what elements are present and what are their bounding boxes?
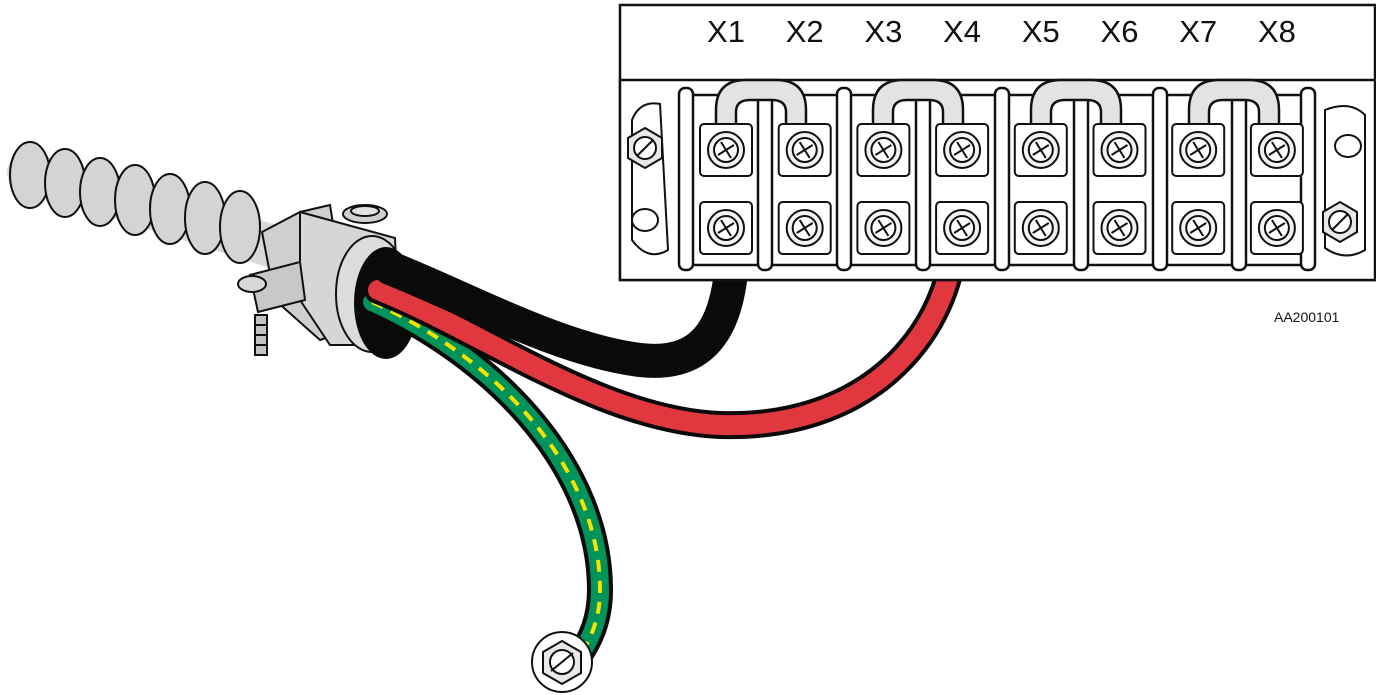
- terminal-screw-x8-top: [1249, 123, 1304, 177]
- terminal-screw-x7-top: [1171, 123, 1226, 177]
- terminal-labels: X1 X2 X3 X4 X5 X6 X7 X8: [707, 14, 1296, 49]
- terminal-label-x5: X5: [1022, 14, 1060, 49]
- red-wire: [364, 224, 968, 440]
- terminal-label-x2: X2: [786, 14, 824, 49]
- terminal-screw-x5-bottom: [1013, 201, 1068, 255]
- terminal-screw-x5-top: [1013, 123, 1068, 177]
- terminal-screw-x6-top: [1092, 123, 1147, 177]
- terminal-label-x1: X1: [707, 14, 745, 49]
- terminal-label-x6: X6: [1101, 14, 1139, 49]
- mounting-screw-left: [627, 102, 670, 256]
- terminal-screw-x2-top: [777, 123, 832, 177]
- terminal-screw-x3-bottom: [856, 201, 911, 255]
- figure-code: AA200101: [1274, 309, 1340, 325]
- terminal-screw-x2-bottom: [777, 201, 832, 255]
- conduit: [7, 141, 301, 268]
- terminal-screw-x6-bottom: [1092, 201, 1147, 255]
- ground-screw: [531, 631, 593, 693]
- terminal-screw-x7-bottom: [1171, 201, 1226, 255]
- terminal-screw-x8-bottom: [1249, 201, 1304, 255]
- terminal-screw-x4-bottom: [935, 201, 990, 255]
- black-wire: [373, 221, 750, 378]
- terminal-label-x4: X4: [943, 14, 981, 49]
- terminal-screw-x3-top: [856, 123, 911, 177]
- ground-wire: [359, 289, 614, 668]
- terminal-block: [618, 3, 1376, 282]
- terminal-label-x3: X3: [864, 14, 902, 49]
- terminal-screw-x1-bottom: [699, 201, 753, 255]
- mounting-screw-right: [1322, 105, 1366, 257]
- terminal-screw-x1-top: [699, 123, 753, 177]
- terminal-label-x7: X7: [1179, 14, 1217, 49]
- terminal-label-x8: X8: [1258, 14, 1296, 49]
- terminal-screw-x4-top: [935, 123, 990, 177]
- terminal-screws: [699, 123, 1304, 255]
